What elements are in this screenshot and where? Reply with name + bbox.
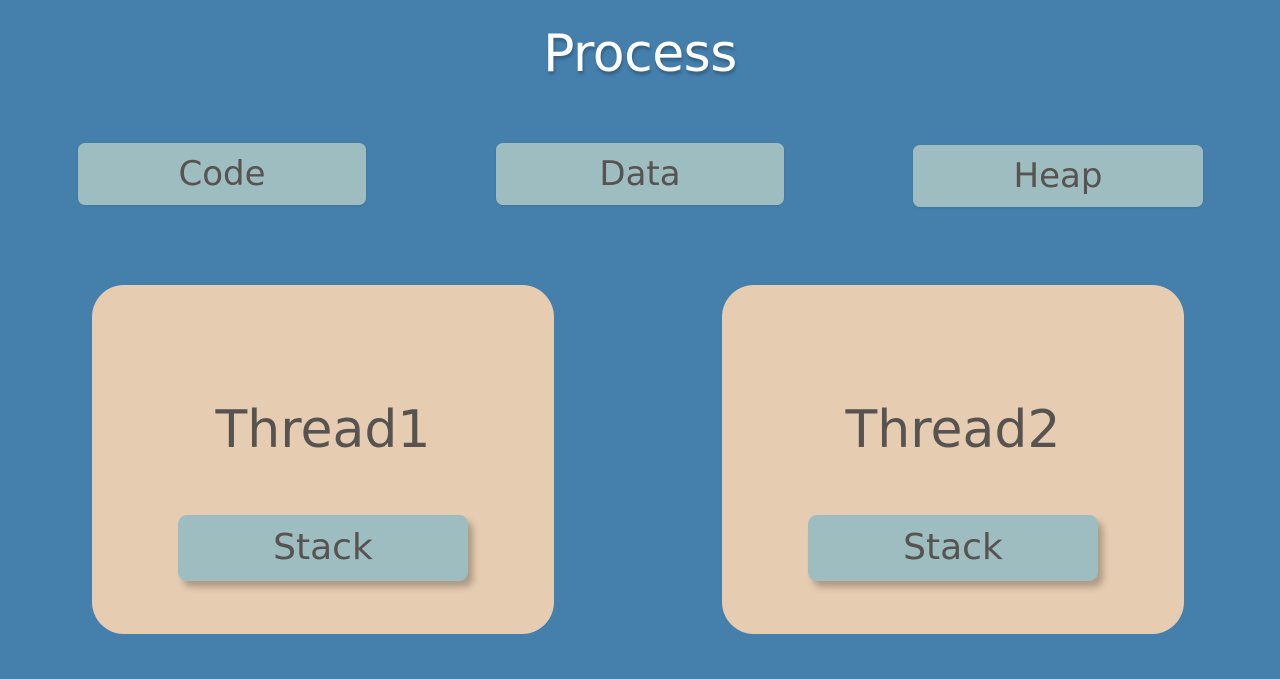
stack-box-thread1: Stack	[178, 515, 468, 581]
thread-label-thread2: Thread2	[845, 400, 1061, 460]
page-title: Process	[543, 24, 737, 84]
stack-label-thread2: Stack	[903, 527, 1003, 568]
segment-box-data: Data	[496, 143, 784, 205]
thread-box-thread1: Thread1 Stack	[92, 285, 554, 634]
stack-label-thread1: Stack	[273, 527, 373, 568]
thread-box-thread2: Thread2 Stack	[722, 285, 1184, 634]
segment-box-code: Code	[78, 143, 366, 205]
segment-label-data: Data	[599, 154, 681, 194]
segment-label-code: Code	[178, 154, 266, 194]
stack-box-thread2: Stack	[808, 515, 1098, 581]
segment-box-heap: Heap	[913, 145, 1203, 207]
segment-label-heap: Heap	[1013, 156, 1103, 196]
thread-label-thread1: Thread1	[215, 400, 431, 460]
